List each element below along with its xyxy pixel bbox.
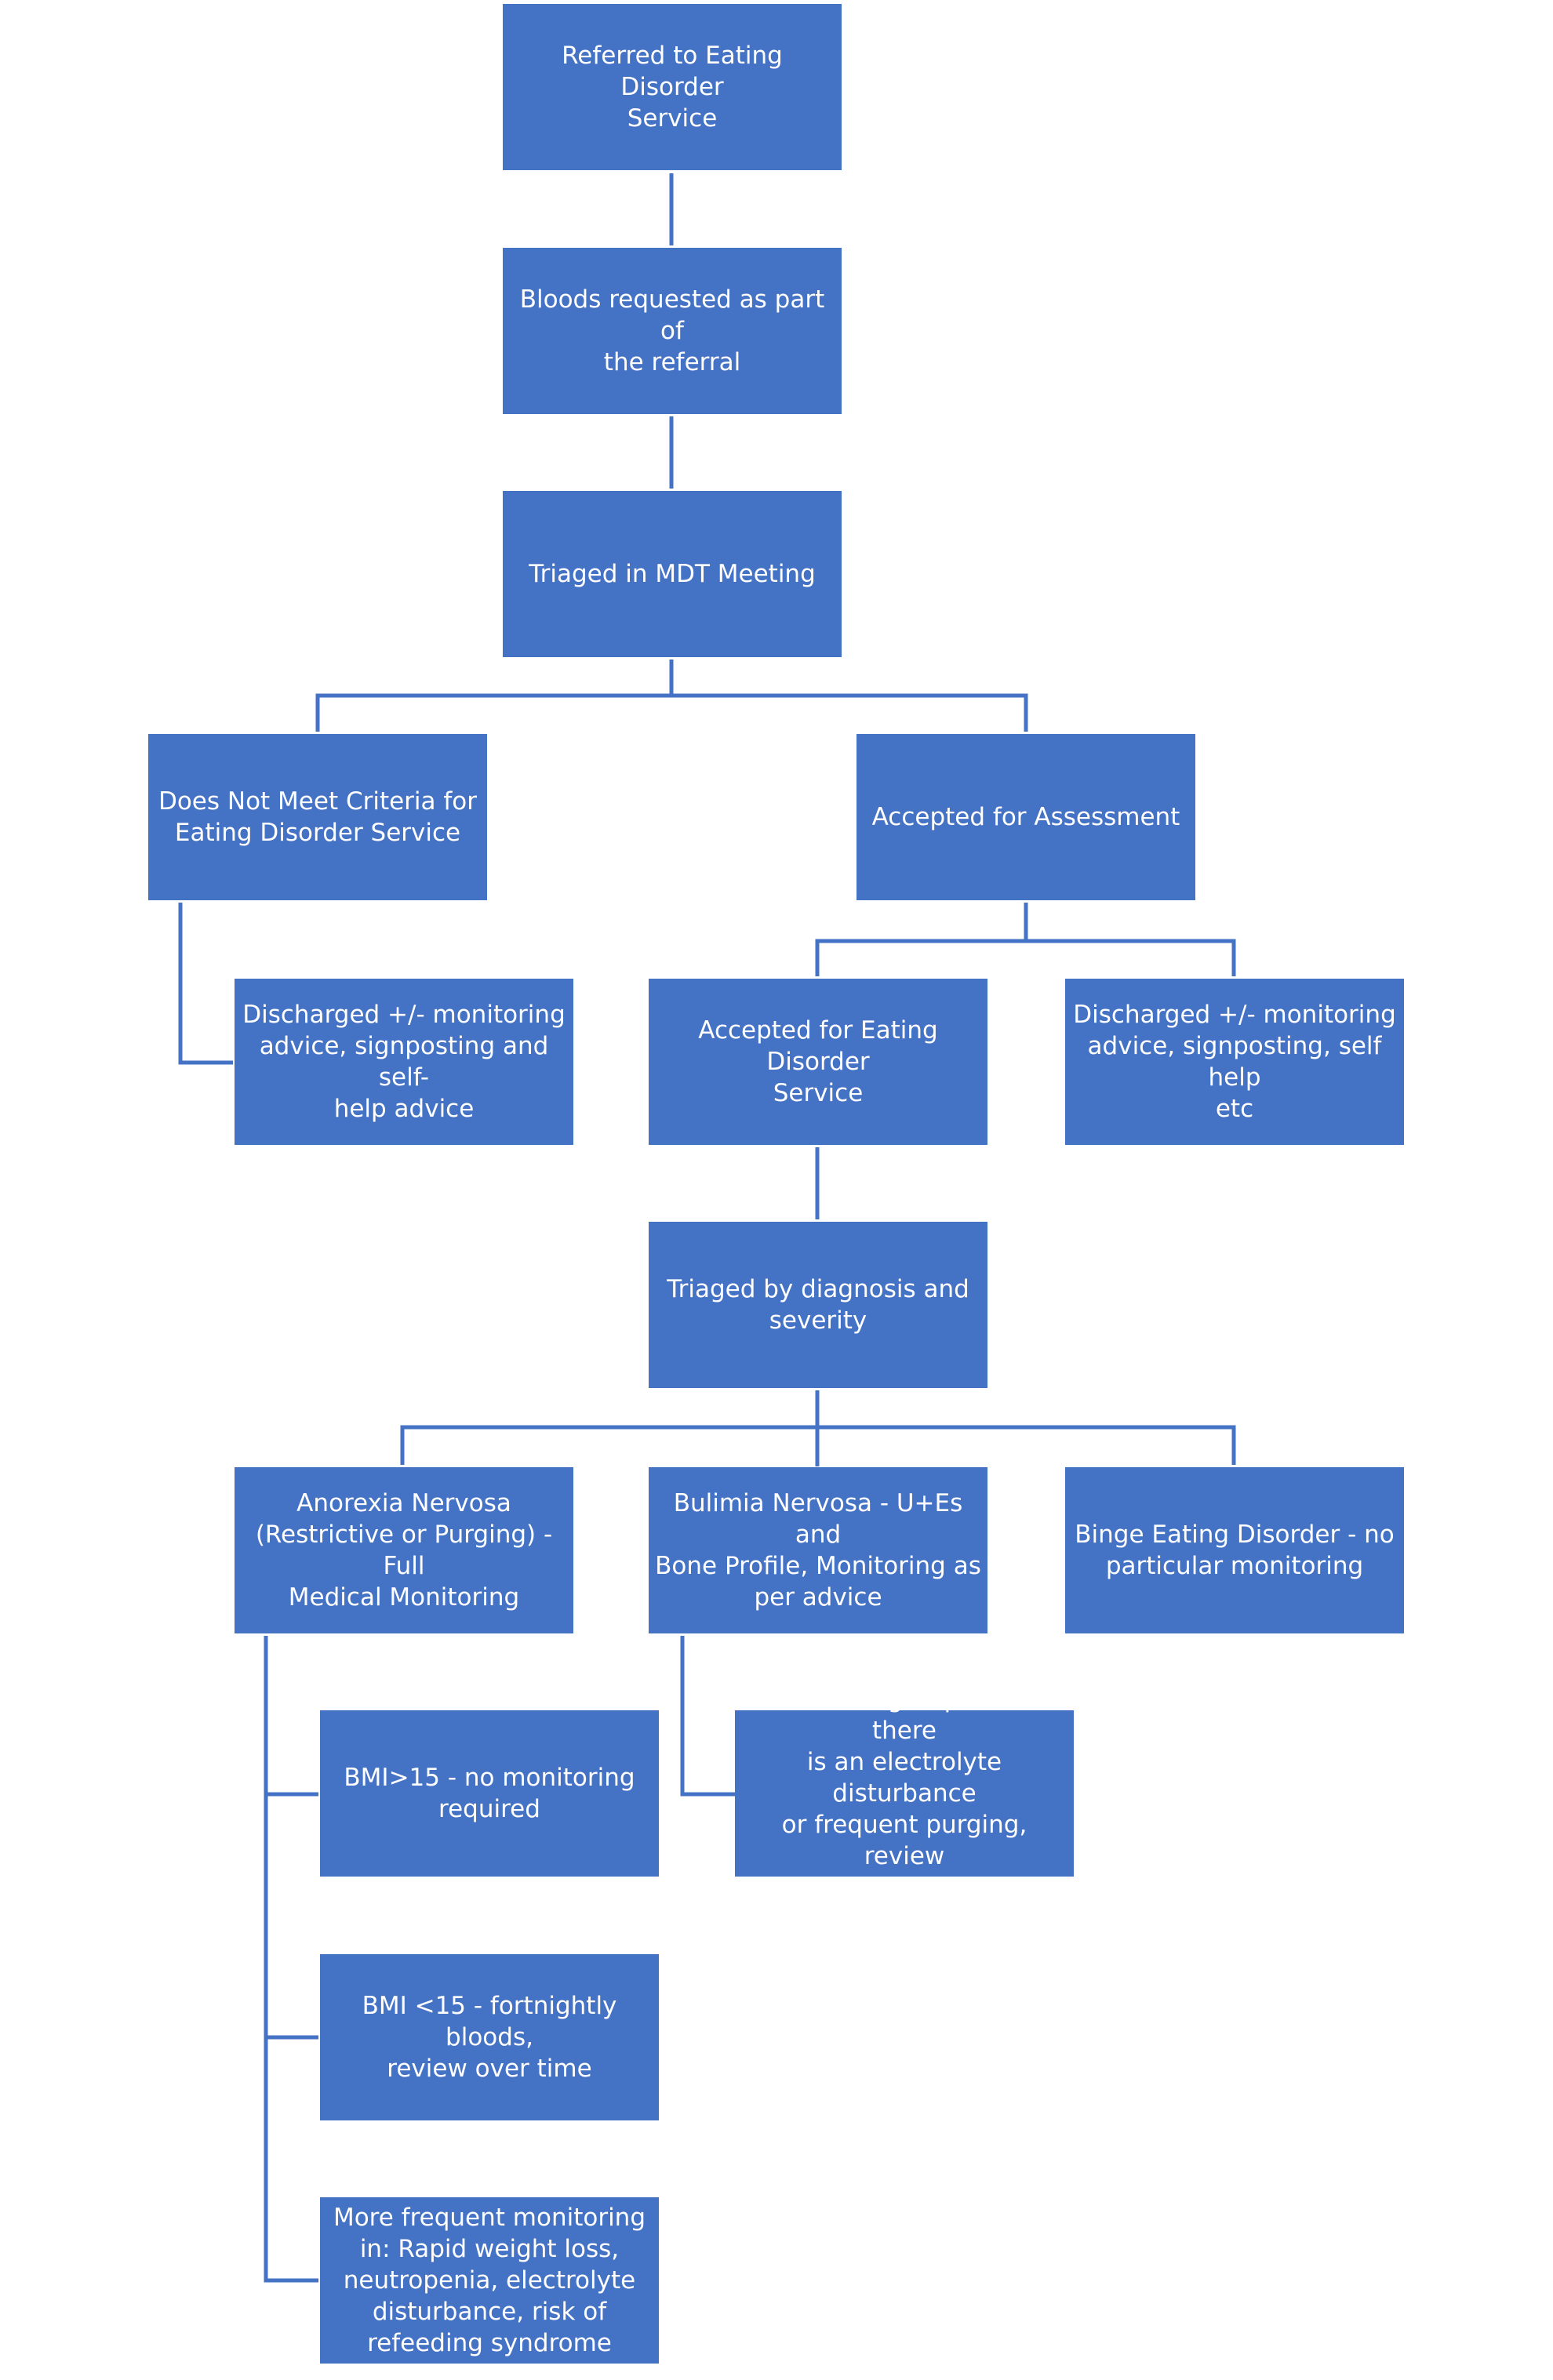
node-referred: Referred to Eating Disorder Service [503,4,842,170]
connector-diagnosis-branches [400,1425,1236,1465]
node-bmi-over-15: BMI>15 - no monitoring required [320,1710,659,1877]
connector-split-not-meet [315,693,1028,732]
node-accepted-service: Accepted for Eating Disorder Service [649,979,987,1145]
node-discharged-self-help: Discharged +/- monitoring advice, signpo… [235,979,573,1145]
node-binge: Binge Eating Disorder - no particular mo… [1065,1467,1404,1633]
node-monitoring-if: Monitoring required if there is an elect… [735,1685,1074,1902]
connector-anorexia-stem [264,1636,318,2283]
connector-not-meet-discharged [178,903,233,1065]
connector-bulimia-monitoring [680,1636,735,1797]
node-bulimia: Bulimia Nervosa - U+Es and Bone Profile,… [649,1467,987,1633]
node-anorexia: Anorexia Nervosa (Restrictive or Purging… [235,1467,573,1633]
node-accepted-assessment: Accepted for Assessment [857,734,1195,900]
node-not-meet-criteria: Does Not Meet Criteria for Eating Disord… [148,734,487,900]
node-triaged-mdt: Triaged in MDT Meeting [503,491,842,657]
node-discharged-etc: Discharged +/- monitoring advice, signpo… [1065,979,1404,1145]
connector-assessment-branches [815,939,1236,976]
node-bmi-under-15: BMI <15 - fortnightly bloods, review ove… [320,1954,659,2120]
node-bloods-requested: Bloods requested as part of the referral [503,248,842,414]
node-triaged-diagnosis: Triaged by diagnosis and severity [649,1222,987,1388]
node-more-frequent: More frequent monitoring in: Rapid weigh… [320,2197,659,2364]
